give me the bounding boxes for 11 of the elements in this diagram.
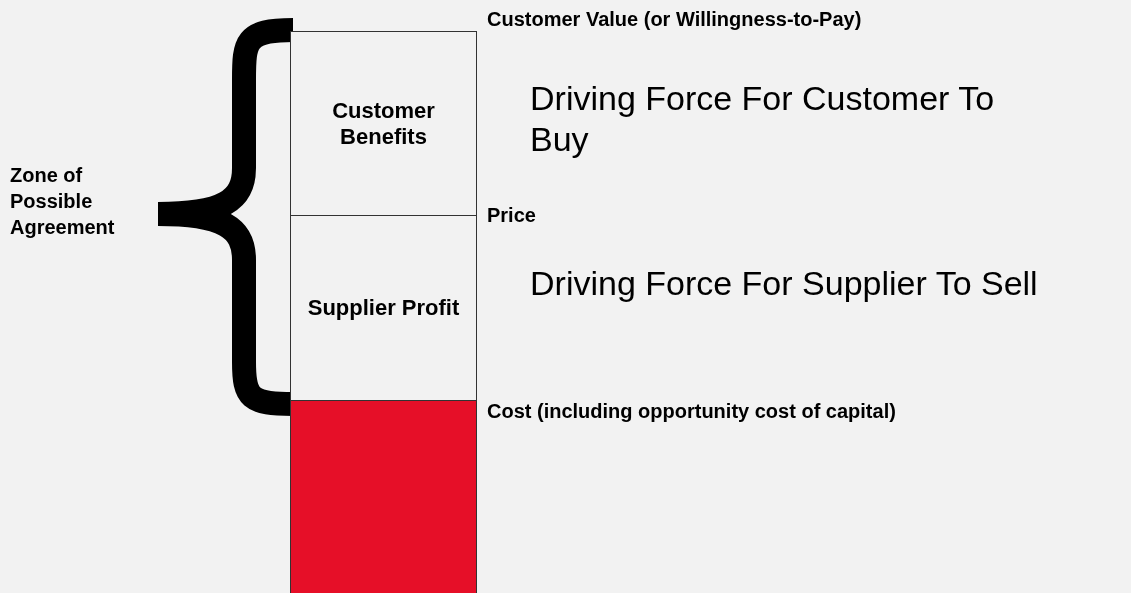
segment-label: Supplier Profit: [307, 295, 460, 321]
level-label: Cost (including opportunity cost of capital): [487, 400, 896, 423]
force-description: Driving Force For Supplier To Sell: [530, 263, 1039, 304]
level-label: Customer Value (or Willingness-to-Pay): [487, 8, 862, 31]
force-description: Driving Force For Customer To Buy: [530, 78, 996, 160]
value-segment-box: [290, 31, 477, 216]
zone-label: Zone of Possible Agreement: [10, 163, 116, 240]
segment-label: Customer Benefits: [331, 98, 436, 149]
cost-bar: [290, 400, 477, 593]
level-label: Price: [487, 204, 536, 227]
value-segment-box: [290, 215, 477, 401]
